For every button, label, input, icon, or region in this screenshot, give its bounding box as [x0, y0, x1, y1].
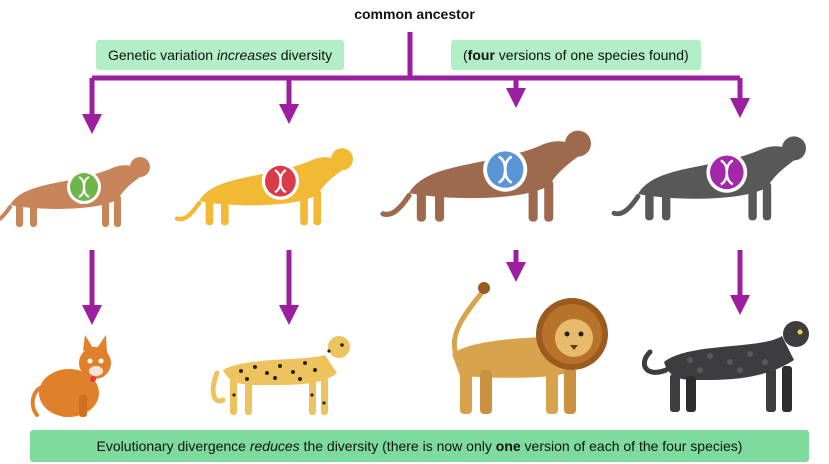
cat-leg — [416, 190, 426, 222]
cat-leg — [300, 192, 308, 226]
domestic-cat-icon — [30, 335, 111, 417]
dna-icon — [274, 169, 287, 194]
ancestor-variant-2 — [174, 148, 353, 226]
cat-leg — [30, 205, 37, 227]
cat-leg — [16, 203, 23, 227]
divergence-arrows — [82, 250, 750, 325]
genetic-variation-label: Genetic variation increases diversity — [96, 40, 345, 70]
cat-leg — [435, 193, 445, 222]
cat-leg — [221, 201, 229, 226]
label-text: the diversity (there is now only — [299, 438, 496, 454]
cat-tail — [611, 194, 641, 217]
cat-head — [130, 157, 150, 177]
label-emphasis: increases — [216, 47, 277, 63]
dna-icon — [497, 155, 513, 184]
common-ancestor-title: common ancestor — [354, 6, 475, 22]
ancestor-variant-4 — [611, 136, 806, 221]
label-strong: four — [467, 47, 495, 63]
label-text: diversity — [276, 47, 333, 63]
cat-leg — [645, 191, 654, 221]
cat-leg — [102, 197, 109, 227]
dna-icon — [720, 159, 734, 186]
cat-head — [782, 136, 806, 161]
ancestor-branch-arrows — [82, 32, 750, 134]
cat-leg — [544, 180, 554, 222]
black-panther-icon — [642, 321, 809, 412]
cheetah-icon — [210, 336, 350, 415]
label-text: version of each of the four species) — [520, 438, 743, 454]
cat-head — [331, 148, 353, 171]
cat-leg — [748, 184, 757, 221]
four-versions-label: (four versions of one species found) — [451, 40, 701, 70]
label-text: Genetic variation — [108, 47, 217, 63]
dna-icon — [78, 176, 90, 198]
label-text: ( — [463, 47, 468, 63]
cat-leg — [528, 182, 538, 222]
cat-tail — [380, 192, 412, 218]
cat-leg — [205, 198, 214, 226]
label-strong: one — [495, 438, 521, 454]
cat-leg — [313, 190, 322, 226]
cat-leg — [762, 182, 772, 221]
cat-tail — [0, 205, 12, 222]
divergence-label: Evolutionary divergence reduces the dive… — [30, 430, 809, 462]
label-emphasis: reduces — [249, 438, 300, 454]
ancestor-variant-1 — [0, 157, 150, 227]
cat-leg — [662, 194, 671, 221]
label-text: versions of one species found) — [494, 47, 689, 63]
ancestor-variant-3 — [380, 130, 591, 222]
cat-leg — [114, 195, 121, 227]
cat-head — [565, 130, 591, 157]
label-text: Evolutionary divergence — [96, 438, 250, 454]
cat-tail — [174, 201, 202, 222]
lion-icon — [451, 282, 608, 414]
